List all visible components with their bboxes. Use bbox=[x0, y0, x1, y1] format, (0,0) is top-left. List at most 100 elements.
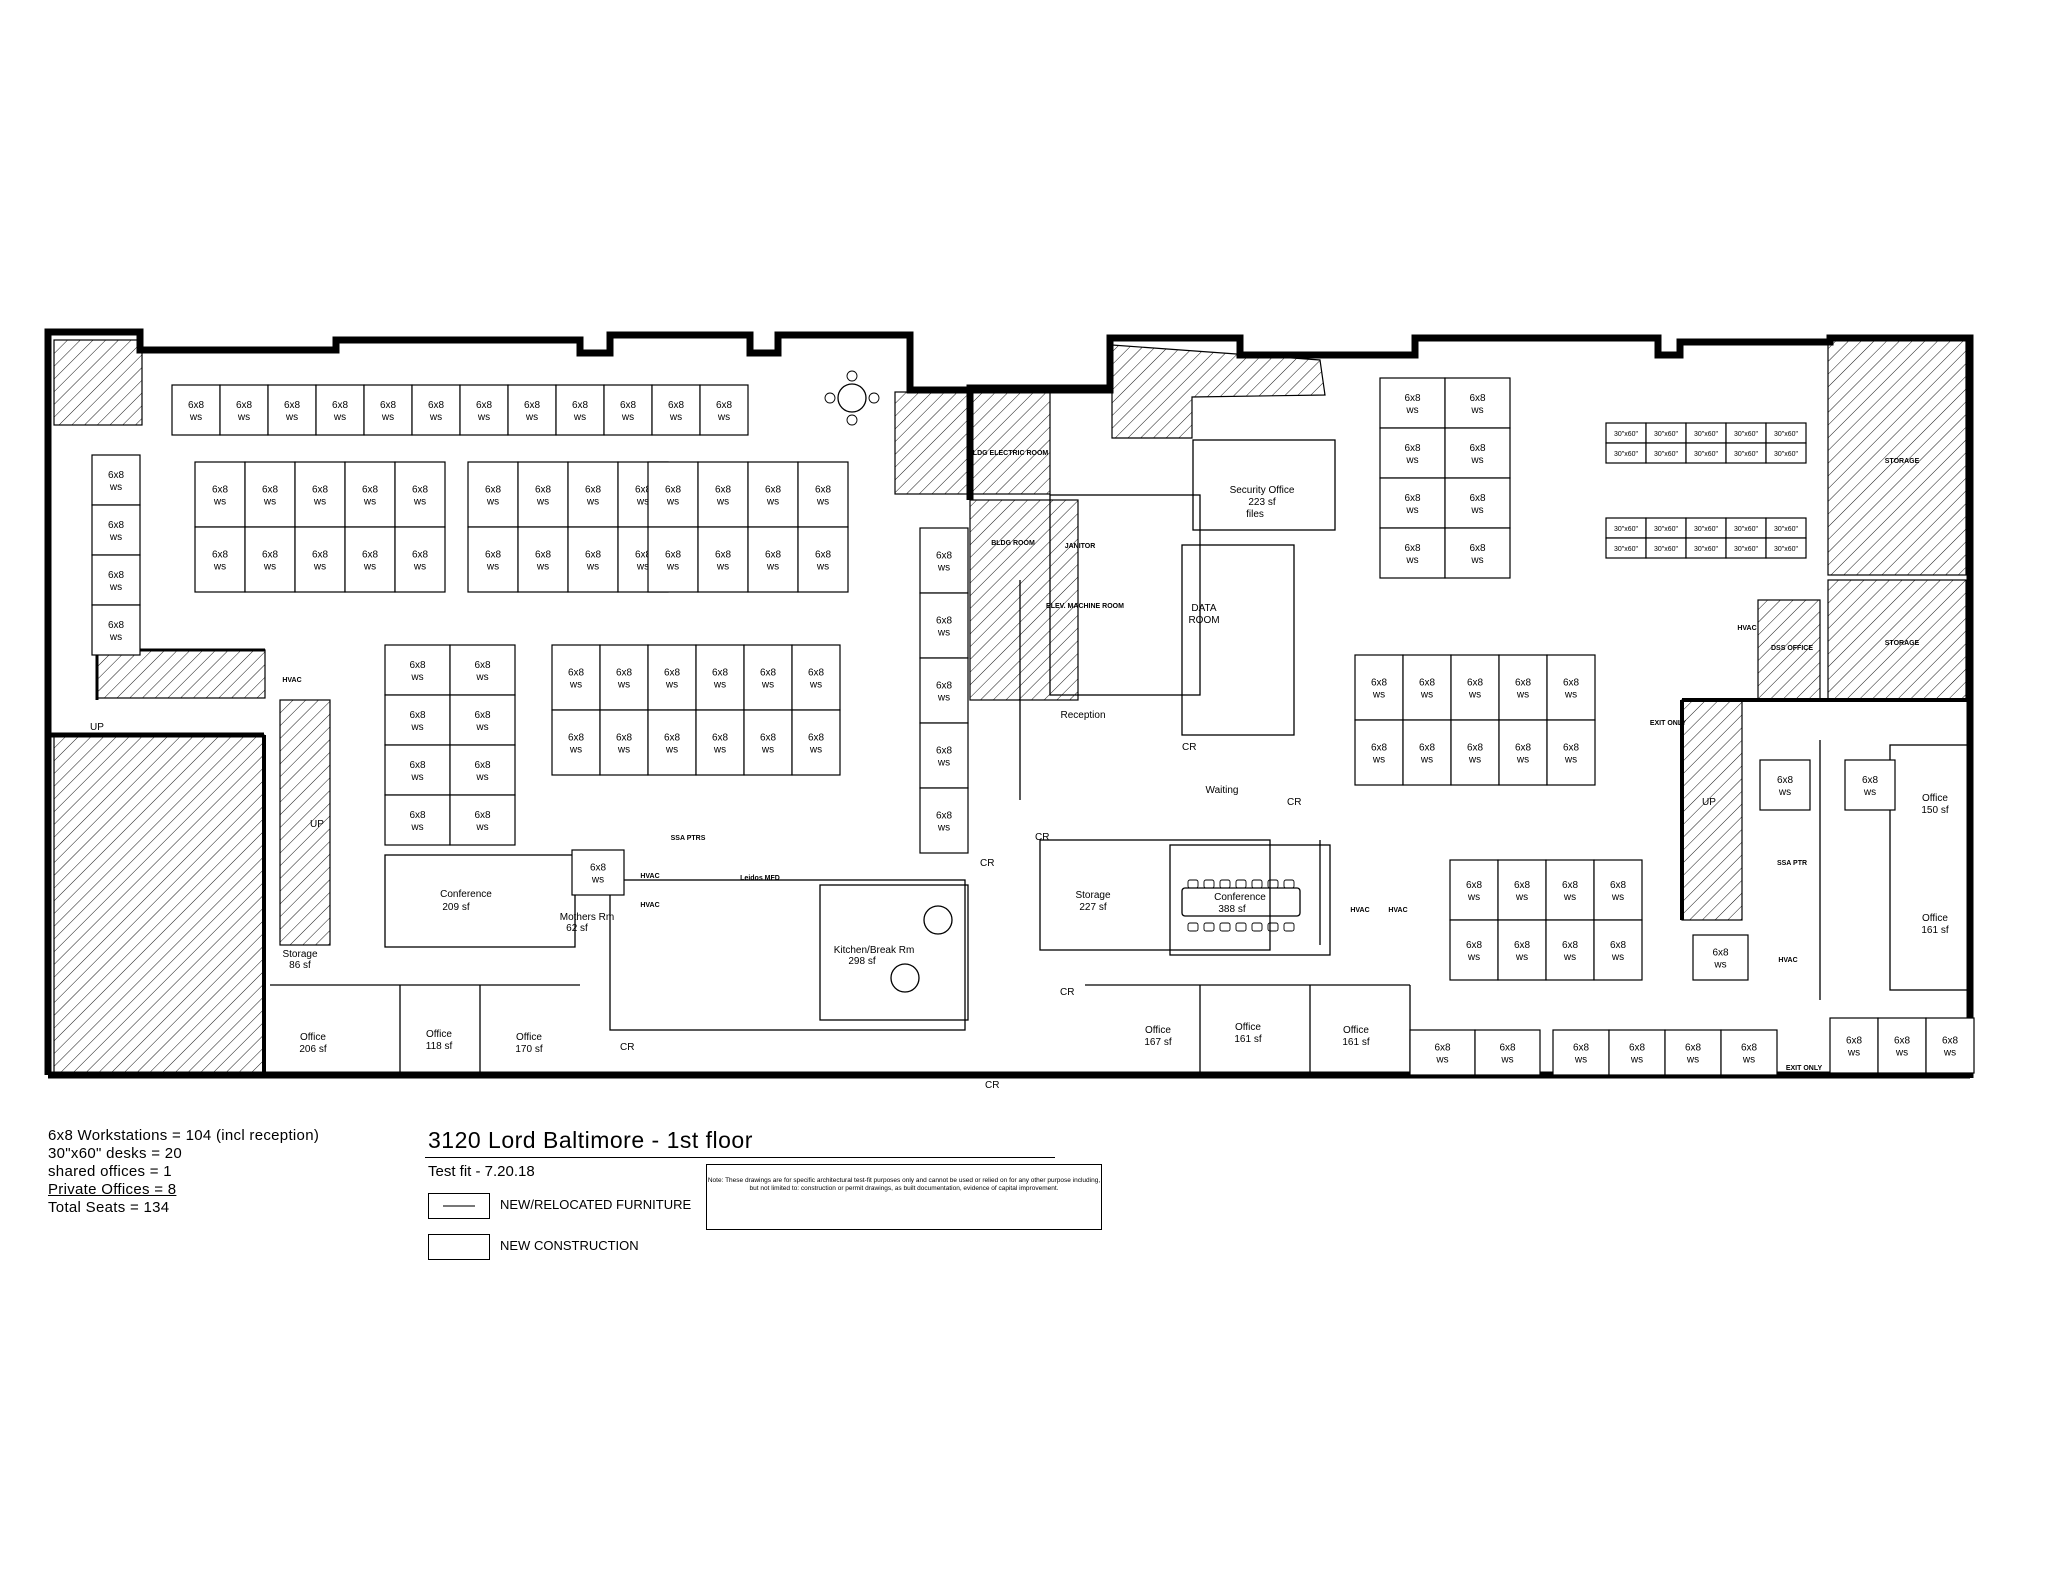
desk-30x60: 30"x60" bbox=[1765, 537, 1807, 559]
workstation-size-label: 6x8 bbox=[409, 760, 426, 771]
workstation-outline bbox=[467, 526, 519, 593]
workstation-outline bbox=[647, 461, 699, 528]
label-bldg-electric: BLDG ELECTRIC ROOM bbox=[968, 450, 1049, 457]
workstation-type-label: ws bbox=[475, 772, 488, 783]
desk-30x60: 30"x60" bbox=[1645, 442, 1687, 464]
stat-desks: 30"x60" desks = 20 bbox=[48, 1145, 183, 1162]
workstation-size-label: 6x8 bbox=[1371, 678, 1388, 689]
room-labels: BLDG ELECTRIC ROOM BLDG ROOM JANITOR ELE… bbox=[90, 450, 1949, 1091]
workstation-outline bbox=[697, 526, 749, 593]
desk-30x60: 30"x60" bbox=[1725, 442, 1767, 464]
workstation-outline bbox=[919, 787, 969, 854]
workstation-type-label: ws bbox=[475, 672, 488, 683]
workstation-outline bbox=[1379, 527, 1446, 579]
workstation-type-label: ws bbox=[1468, 755, 1481, 766]
label-conference-center-area: 388 sf bbox=[1218, 904, 1245, 915]
workstation-type-label: ws bbox=[1420, 755, 1433, 766]
workstation-outline bbox=[555, 384, 605, 436]
desk-size-label: 30"x60" bbox=[1694, 451, 1719, 458]
workstation-type-label: ws bbox=[1372, 690, 1385, 701]
workstation-size-label: 6x8 bbox=[1741, 1043, 1758, 1054]
disclaimer-note: Note: These drawings are for specific ar… bbox=[706, 1164, 1102, 1230]
label-office-150-area: 150 sf bbox=[1921, 805, 1948, 816]
label-hvac-3: HVAC bbox=[640, 902, 659, 909]
workstation-size-label: 6x8 bbox=[765, 550, 782, 561]
workstation-type-label: ws bbox=[1943, 1048, 1956, 1059]
workstation-outline bbox=[449, 794, 516, 846]
workstation-type-label: ws bbox=[1686, 1055, 1699, 1066]
workstation-outline bbox=[1444, 527, 1511, 579]
workstation-size-label: 6x8 bbox=[108, 520, 125, 531]
desk-size-label: 30"x60" bbox=[1694, 546, 1719, 553]
workstation-outline bbox=[517, 526, 569, 593]
workstation-size-label: 6x8 bbox=[1371, 743, 1388, 754]
workstation-type-label: ws bbox=[636, 497, 649, 508]
label-dss-office: DSS OFFICE bbox=[1771, 645, 1813, 652]
workstation-size-label: 6x8 bbox=[668, 400, 685, 411]
workstation-outline bbox=[449, 744, 516, 796]
workstation-size-label: 6x8 bbox=[664, 733, 681, 744]
label-storage-center-area: 227 sf bbox=[1079, 902, 1106, 913]
workstation-type-label: ws bbox=[1563, 892, 1576, 903]
workstation-type-label: ws bbox=[1405, 505, 1418, 516]
workstation-size-label: 6x8 bbox=[412, 485, 429, 496]
conference-chair bbox=[1235, 922, 1247, 932]
workstation-type-label: ws bbox=[665, 680, 678, 691]
workstation-size-label: 6x8 bbox=[715, 550, 732, 561]
workstation-type-label: ws bbox=[937, 823, 950, 834]
workstation-outline bbox=[315, 384, 365, 436]
workstation-size-label: 6x8 bbox=[1610, 880, 1627, 891]
workstation-outline bbox=[647, 709, 697, 776]
workstation-outline bbox=[551, 709, 601, 776]
workstation-type-label: ws bbox=[486, 562, 499, 573]
workstation-type-label: ws bbox=[1564, 755, 1577, 766]
workstation-outline bbox=[699, 384, 749, 436]
label-reception: Reception bbox=[1060, 710, 1105, 721]
conference-chair bbox=[1187, 922, 1199, 932]
workstation-size-label: 6x8 bbox=[312, 485, 329, 496]
workstation-size-label: 6x8 bbox=[616, 668, 633, 679]
label-ssa-ptr: SSA PTR bbox=[1777, 860, 1807, 867]
workstation-size-label: 6x8 bbox=[760, 733, 777, 744]
label-ssa-ptrs: SSA PTRS bbox=[671, 835, 706, 842]
conference-chair bbox=[1251, 879, 1263, 889]
label-up-1: UP bbox=[90, 722, 104, 733]
workstation-size-label: 6x8 bbox=[1563, 678, 1580, 689]
workstation-size-label: 6x8 bbox=[716, 400, 733, 411]
label-office-167-area: 167 sf bbox=[1144, 1037, 1171, 1048]
workstation-outline bbox=[567, 526, 619, 593]
workstation-size-label: 6x8 bbox=[635, 550, 652, 561]
conference-chair bbox=[1203, 922, 1215, 932]
workstation-size-label: 6x8 bbox=[590, 863, 607, 874]
workstation-size-label: 6x8 bbox=[1466, 940, 1483, 951]
workstation-outline bbox=[1498, 654, 1548, 721]
label-hvac-5: HVAC bbox=[1388, 907, 1407, 914]
workstation-size-label: 6x8 bbox=[936, 681, 953, 692]
workstation-outline bbox=[344, 461, 396, 528]
label-cr-2: CR bbox=[1287, 797, 1301, 808]
conference-chair bbox=[1283, 922, 1295, 932]
workstation-size-label: 6x8 bbox=[474, 760, 491, 771]
desk-size-label: 30"x60" bbox=[1774, 526, 1799, 533]
workstation-outline bbox=[449, 644, 516, 696]
workstation-type-label: ws bbox=[363, 562, 376, 573]
workstation-outline bbox=[363, 384, 413, 436]
workstation-size-label: 6x8 bbox=[409, 660, 426, 671]
workstation-outline bbox=[1497, 919, 1547, 981]
workstation-outline bbox=[551, 644, 601, 711]
conference-chair bbox=[1203, 879, 1215, 889]
